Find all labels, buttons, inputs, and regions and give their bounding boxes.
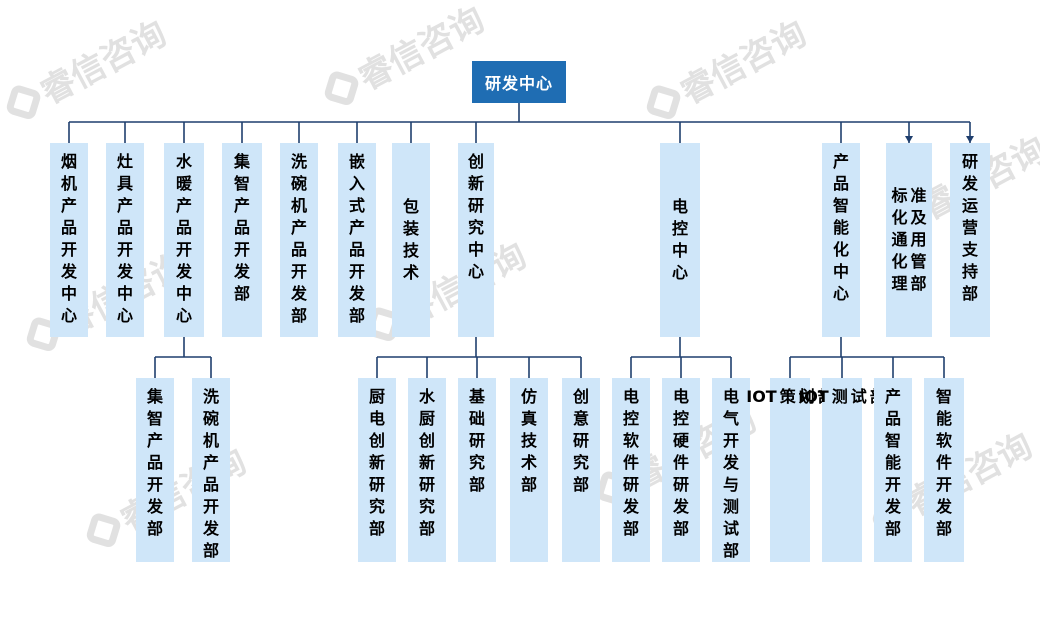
department-node: 集智产品开发部: [222, 143, 262, 337]
department-node: 水暖产品开发中心: [164, 143, 204, 337]
sub-department-node: 电气开发与测试部: [712, 378, 750, 562]
department-node: 标化通化理准及用管部: [886, 143, 932, 337]
department-node: 洗碗机产品开发部: [280, 143, 318, 337]
sub-department-node-label: 测: [831, 387, 848, 406]
sub-department-node: 电控硬件研发部: [662, 378, 700, 562]
sub-department-node: 水厨创新研究部: [408, 378, 446, 562]
department-node-label: 烟机产品开发中心: [60, 152, 77, 325]
sub-department-node-label: 水厨创新研究部: [418, 387, 435, 538]
department-node-label: 灶具产品开发中心: [116, 152, 133, 325]
sub-department-node: 洗碗机产品开发部: [192, 378, 230, 562]
sub-department-node-label: 智能软件开发部: [935, 387, 952, 538]
department-node: 研发运营支持部: [950, 143, 990, 337]
department-node-label: 研发运营支持部: [961, 152, 978, 303]
department-node: 产品智能化中心: [822, 143, 860, 337]
sub-department-node: 集智产品开发部: [136, 378, 174, 562]
sub-department-node-label: 厨电创新研究部: [368, 387, 385, 538]
arrow-head: [905, 136, 913, 143]
sub-department-node: IOT测试部: [798, 378, 886, 562]
sub-department-node-label: 电控软件研发部: [622, 387, 639, 538]
department-node-label: 洗碗机产品开发部: [290, 152, 307, 325]
sub-department-node-label: 基础研究部: [468, 387, 485, 494]
department-node: 包装技术: [392, 143, 430, 337]
department-node-label: 嵌入式产品开发部: [348, 152, 365, 325]
department-node-label: 包装技术: [402, 197, 419, 282]
sub-department-node-label: 试: [850, 387, 867, 406]
arrow-head: [966, 136, 974, 143]
sub-department-node: 创意研究部: [562, 378, 600, 562]
sub-department-node-label: IOT: [746, 387, 777, 406]
sub-department-node-label: IOT: [798, 387, 829, 406]
sub-department-node: 仿真技术部: [510, 378, 548, 562]
sub-department-node-label: 电控硬件研发部: [672, 387, 689, 538]
department-node-label: 准及用管部: [910, 186, 927, 293]
department-node-label: 集智产品开发部: [233, 152, 250, 303]
sub-department-node: 厨电创新研究部: [358, 378, 396, 562]
sub-department-node: 智能软件开发部: [924, 378, 964, 562]
sub-department-node-label: 仿真技术部: [520, 387, 537, 494]
department-node-label: 水暖产品开发中心: [175, 152, 192, 325]
sub-department-node-label: 电气开发与测试部: [722, 387, 739, 560]
department-node-label: 创新研究中心: [467, 152, 484, 281]
sub-department-node: 基础研究部: [458, 378, 496, 562]
root-node: 研发中心: [472, 61, 566, 103]
sub-department-node-label: 产品智能开发部: [884, 387, 901, 538]
department-node: 灶具产品开发中心: [106, 143, 144, 337]
sub-department-node-label: 洗碗机产品开发部: [202, 387, 219, 560]
sub-department-node-label: 划: [798, 387, 815, 406]
sub-department-node-label: 创意研究部: [572, 387, 589, 494]
sub-department-node: 电控软件研发部: [612, 378, 650, 562]
sub-department-node: 产品智能开发部: [874, 378, 912, 562]
sub-department-node-label: 集智产品开发部: [146, 387, 163, 538]
department-node: 电控中心: [660, 143, 700, 337]
sub-department-node-label: 策: [779, 387, 796, 406]
department-node: 创新研究中心: [458, 143, 494, 337]
department-node-label: 电控中心: [671, 197, 688, 282]
department-node: 烟机产品开发中心: [50, 143, 88, 337]
department-node-label: 标化通化理: [891, 186, 908, 293]
department-node: 嵌入式产品开发部: [338, 143, 376, 337]
department-node-label: 产品智能化中心: [832, 152, 849, 303]
